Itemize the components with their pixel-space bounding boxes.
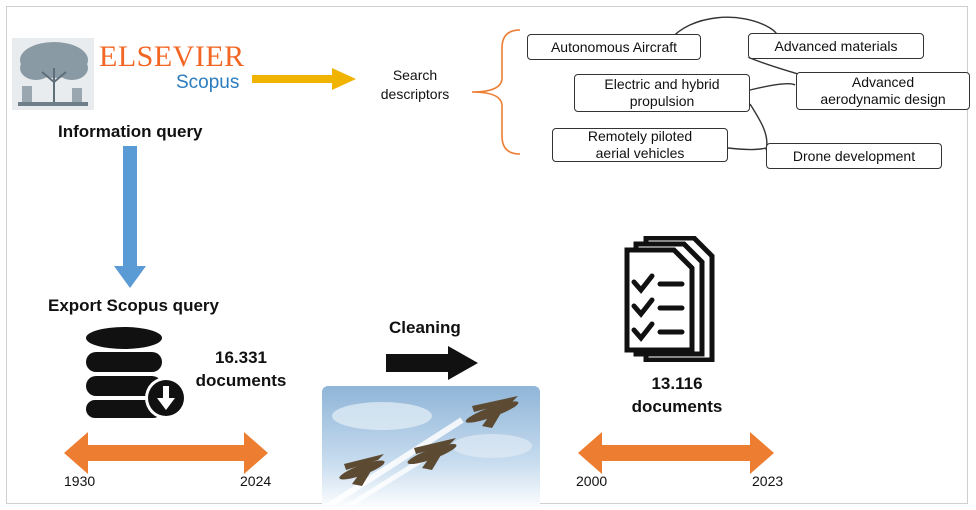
cleaning-arrow-icon	[386, 346, 478, 380]
information-query-label: Information query	[58, 122, 203, 141]
initial-range-end: 2024	[240, 473, 272, 489]
export-scopus-query-label: Export Scopus query	[48, 296, 219, 315]
search-descriptors-label: Search descriptors	[380, 67, 450, 102]
final-range-end: 2023	[752, 473, 784, 489]
final-count: 13.116	[651, 374, 703, 393]
aircraft-formation-photo	[322, 386, 540, 510]
final-unit: documents	[631, 397, 723, 416]
cleaning-label: Cleaning	[389, 318, 461, 337]
keyword-remotely-piloted-aerial-vehicles: Remotely piloted aerial vehicles	[552, 128, 728, 162]
curly-brace	[471, 29, 521, 155]
keyword-advanced-aerodynamic-design: Advanced aerodynamic design	[796, 72, 970, 110]
elsevier-tree-logo	[12, 38, 94, 110]
initial-range-start: 1930	[64, 473, 96, 489]
keyword-electric-hybrid-propulsion: Electric and hybrid propulsion	[574, 74, 750, 112]
database-download-icon	[86, 327, 187, 419]
left-timeline-double-arrow	[64, 432, 268, 474]
keyword-advanced-materials: Advanced materials	[748, 33, 924, 59]
initial-count: 16.331	[215, 348, 267, 367]
initial-unit: documents	[195, 371, 287, 390]
initial-count-block: 16.331 documents	[186, 346, 296, 392]
down-arrow-icon	[114, 146, 146, 288]
elsevier-brand: ELSEVIER	[99, 40, 245, 73]
documents-checklist-icon	[624, 236, 715, 362]
keyword-autonomous-aircraft: Autonomous Aircraft	[527, 34, 701, 60]
scopus-brand: Scopus	[176, 72, 240, 93]
keyword-drone-development: Drone development	[766, 143, 942, 169]
right-arrow-icon	[252, 68, 356, 90]
final-range-start: 2000	[576, 473, 608, 489]
final-count-block: 13.116 documents	[612, 372, 742, 418]
right-timeline-double-arrow	[578, 432, 774, 474]
